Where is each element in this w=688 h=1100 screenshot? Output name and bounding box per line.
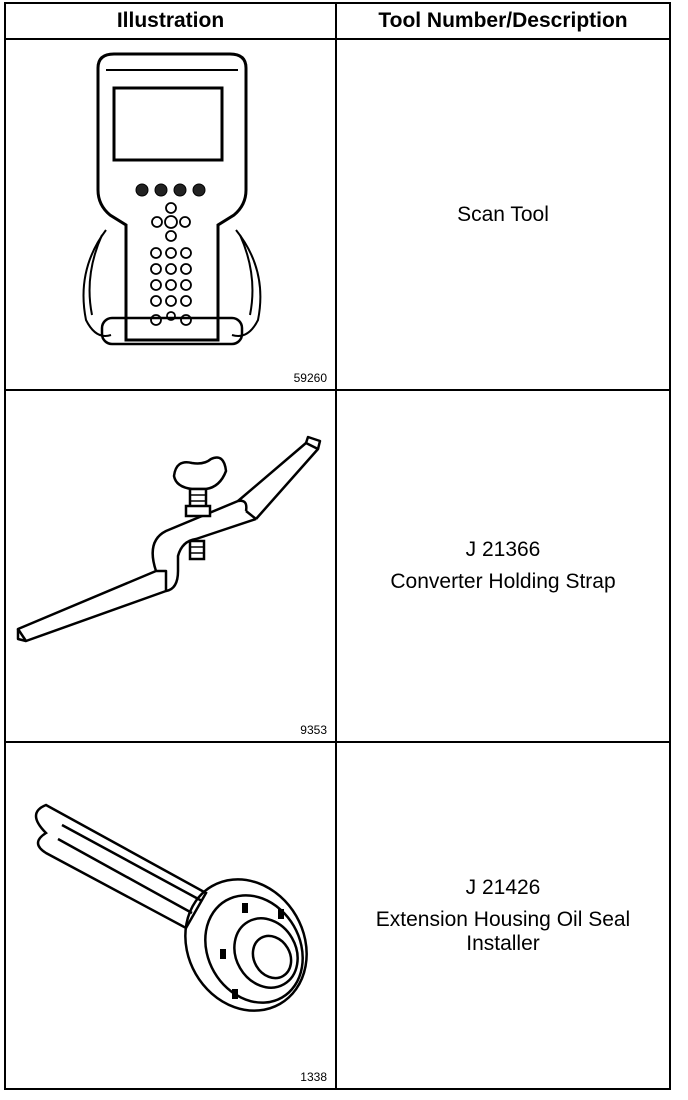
figure-number: 9353 bbox=[300, 723, 327, 737]
table-row: 1338 J 21426 Extension Housing Oil Seal … bbox=[6, 743, 669, 1088]
illustration-cell: 1338 bbox=[6, 743, 337, 1088]
tool-description: Scan Tool bbox=[457, 202, 549, 226]
scan-tool-icon bbox=[82, 52, 262, 346]
tool-description: Installer bbox=[466, 931, 540, 955]
header-tool-description: Tool Number/Description bbox=[337, 4, 669, 40]
tool-description-cell: Scan Tool bbox=[337, 40, 669, 389]
figure-number: 1338 bbox=[300, 1070, 327, 1084]
illustration-cell: 59260 bbox=[6, 40, 337, 389]
tool-description-cell: J 21366 Converter Holding Strap bbox=[337, 391, 669, 741]
tool-number: J 21426 bbox=[465, 875, 541, 899]
tool-description-cell: J 21426 Extension Housing Oil Seal Insta… bbox=[337, 743, 669, 1088]
header-illustration: Illustration bbox=[6, 4, 337, 40]
table-row: 59260 Scan Tool bbox=[6, 40, 669, 391]
tool-description: Converter Holding Strap bbox=[390, 570, 616, 593]
seal-installer-icon bbox=[34, 803, 308, 1012]
holding-strap-icon bbox=[16, 435, 322, 643]
tool-number: J 21366 bbox=[465, 538, 541, 561]
tool-description: Extension Housing Oil Seal bbox=[375, 907, 631, 931]
table-row: 9353 J 21366 Converter Holding Strap bbox=[6, 391, 669, 743]
tool-table: Illustration Tool Number/Description bbox=[4, 2, 671, 1090]
figure-number: 59260 bbox=[293, 371, 327, 385]
illustration-cell: 9353 bbox=[6, 391, 337, 741]
